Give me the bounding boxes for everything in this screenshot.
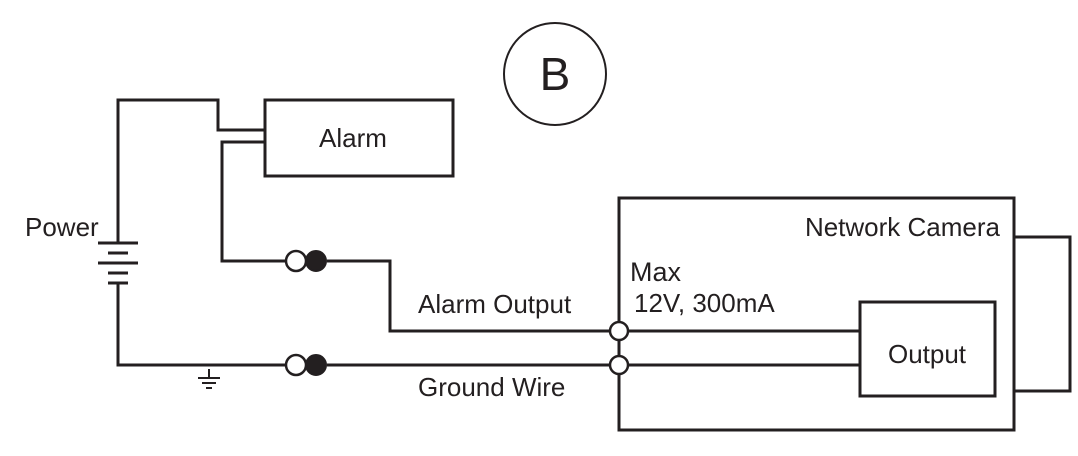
network-camera-label: Network Camera (805, 212, 1001, 242)
figure-label: B (503, 22, 607, 126)
alarm-label: Alarm (319, 123, 387, 153)
max-label: Max (630, 257, 682, 287)
network-camera: Network Camera Max 12V, 300mA Output (608, 196, 1072, 432)
ground-connector-open (284, 353, 308, 377)
alarm-box (263, 98, 455, 178)
alarm-device: Alarm (263, 98, 455, 178)
alarm-output-wire (327, 259, 612, 333)
battery-symbol-icon (98, 241, 138, 285)
output-label: Output (888, 339, 967, 369)
ground-connector-filled (305, 354, 327, 376)
alarm-to-connector-wire (220, 140, 287, 263)
rating-label: 12V, 300mA (634, 288, 775, 318)
alarm-output-label: Alarm Output (418, 289, 572, 319)
alarm-terminal-icon (608, 320, 630, 342)
ground-terminal-icon (608, 354, 630, 376)
figure-label-circle (503, 22, 607, 126)
camera-lens-box (1012, 235, 1072, 393)
ground-connector-icon (284, 353, 327, 377)
ground-symbol-icon (198, 369, 220, 389)
power-wire (116, 98, 265, 243)
ground-wire-label: Ground Wire (418, 372, 565, 402)
alarm-connector-open (284, 249, 308, 273)
ground-loop-wire (116, 283, 287, 367)
power-label: Power (25, 212, 99, 242)
alarm-connector-icon (284, 249, 327, 273)
figure-label-text: B (540, 48, 571, 100)
alarm-connector-filled (305, 250, 327, 272)
output-box (858, 300, 997, 398)
